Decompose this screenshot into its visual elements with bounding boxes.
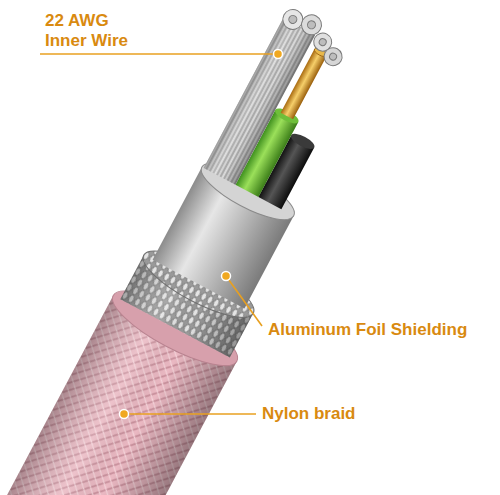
leader-line xyxy=(40,53,274,55)
black-wire-end xyxy=(289,131,317,152)
leader-dot xyxy=(274,50,283,59)
callout-label: 22 AWG Inner Wire xyxy=(45,11,145,51)
leader-dot xyxy=(120,410,129,419)
strand-shading xyxy=(204,18,316,185)
leader-line xyxy=(124,413,256,415)
callout-label: Nylon braid xyxy=(262,404,462,424)
leader-line xyxy=(226,276,262,326)
strand-ends xyxy=(273,2,354,68)
leader-dots xyxy=(120,50,283,419)
leader-dot xyxy=(222,272,231,281)
strand-bundle xyxy=(204,18,316,185)
leader-lines xyxy=(40,54,274,414)
callout-label: Aluminum Foil Shielding xyxy=(268,320,493,340)
